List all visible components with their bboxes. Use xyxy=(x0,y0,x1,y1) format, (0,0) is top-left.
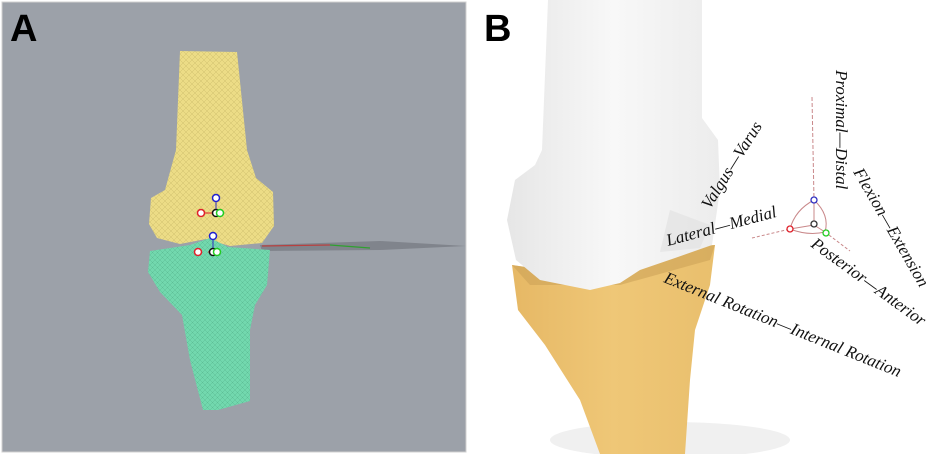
ground-x-axis xyxy=(261,244,331,247)
y-axis-marker xyxy=(215,208,225,218)
ground-plane xyxy=(260,241,466,251)
lateral-axis-marker xyxy=(786,225,794,233)
origin-marker xyxy=(810,220,818,228)
x-axis-marker xyxy=(196,208,206,218)
panel-a-wireframe-view: A xyxy=(0,0,468,454)
anterior-axis-marker xyxy=(822,229,830,237)
panel-a-canvas xyxy=(1,1,467,453)
z-axis-marker xyxy=(208,231,218,241)
label-proximal-distal: Proximal—Distal xyxy=(832,69,851,190)
z-axis-marker xyxy=(211,193,221,203)
panel-label-b: B xyxy=(484,8,512,50)
femur-bone xyxy=(507,0,720,290)
proximal-axis-marker xyxy=(810,196,818,204)
panel-b-canvas: Proximal—Distal Valgus—Varus Flexion—Ext… xyxy=(507,0,933,454)
tibia-coordinate-frame xyxy=(193,231,222,257)
tibia-wireframe xyxy=(148,238,270,410)
x-axis-marker xyxy=(193,247,203,257)
panel-label-a: A xyxy=(10,8,38,50)
femur-coordinate-frame xyxy=(196,193,225,218)
tibia-bone xyxy=(512,245,715,454)
joint-coordinate-system xyxy=(751,96,851,252)
femur-wireframe xyxy=(149,51,274,246)
y-axis-marker xyxy=(212,247,222,257)
panel-b-rendered-view: Proximal—Distal Valgus—Varus Flexion—Ext… xyxy=(470,0,938,454)
ground-y-axis xyxy=(329,244,371,249)
